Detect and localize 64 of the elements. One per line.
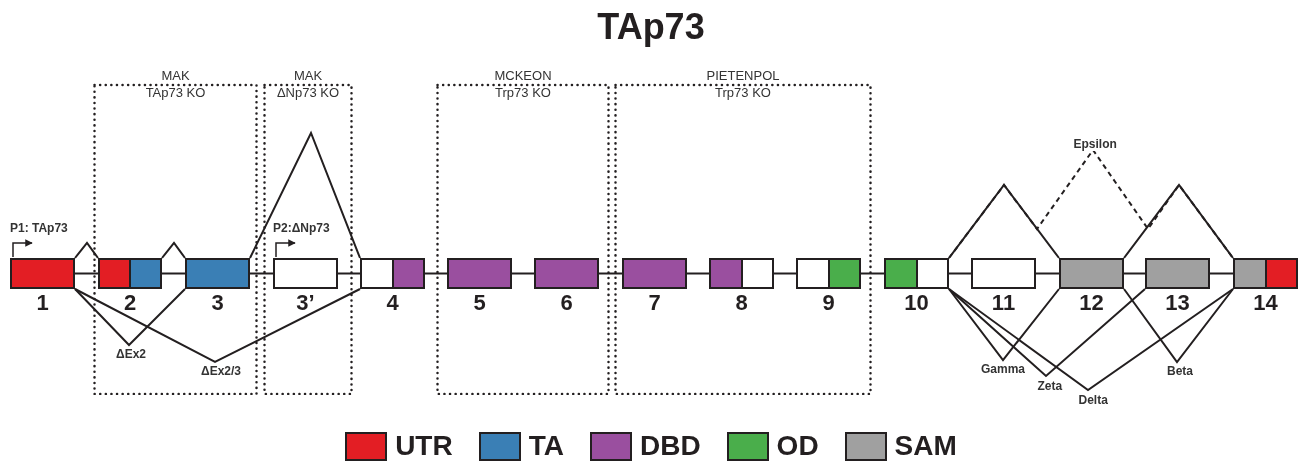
exon-number: 9 xyxy=(822,291,835,315)
legend-label: DBD xyxy=(639,430,701,462)
edge-label: ΔEx2 xyxy=(116,347,146,361)
exon-number: 10 xyxy=(904,291,929,315)
frame-title: Trp73 KO xyxy=(715,85,771,100)
exon-number: 13 xyxy=(1165,291,1190,315)
splice-line xyxy=(948,183,1060,259)
edge-label: Beta xyxy=(1167,364,1193,378)
exon-number: 4 xyxy=(386,291,399,315)
edge-label: Gamma xyxy=(981,362,1026,376)
frame-title: PIETENPOL xyxy=(706,68,780,83)
intron-line xyxy=(161,272,186,275)
promoter-label: P2:ΔNp73 xyxy=(273,221,330,235)
splice-line xyxy=(249,130,361,259)
splice-line xyxy=(74,288,186,347)
splice-line xyxy=(948,288,1234,392)
splice-line xyxy=(1123,183,1234,259)
intron-line xyxy=(773,272,797,275)
splice-line xyxy=(74,241,99,259)
legend-label: OD xyxy=(776,430,819,462)
frame-title: MCKEON xyxy=(494,68,552,83)
exon-number: 8 xyxy=(735,291,748,315)
frame-title: MAK xyxy=(161,68,190,83)
edge-label: Epsilon xyxy=(1073,137,1117,151)
splice-line xyxy=(948,148,1234,259)
splice-line xyxy=(74,288,361,364)
splice-line xyxy=(948,288,1146,378)
exon-number: 3 xyxy=(211,291,224,315)
intron-line xyxy=(1209,272,1234,275)
legend-label: SAM xyxy=(894,430,957,462)
title: TAp73 xyxy=(597,6,705,48)
edge-label: Zeta xyxy=(1037,379,1063,393)
exon-number: 1 xyxy=(36,291,49,315)
promoter-label: P1: TAp73 xyxy=(10,221,68,235)
exon-number: 12 xyxy=(1079,291,1104,315)
frame-title: ΔNp73 KO xyxy=(276,85,340,100)
intron-line xyxy=(74,272,99,275)
exon-number: 11 xyxy=(991,291,1016,315)
legend-label: TA xyxy=(528,430,564,462)
frame-title: TAp73 KO xyxy=(145,85,206,100)
intron-line xyxy=(598,272,623,275)
intron-line xyxy=(948,272,972,275)
frame-title: MAK xyxy=(293,68,323,83)
intron-line xyxy=(424,272,448,275)
intron-line xyxy=(511,272,535,275)
exon-number: 14 xyxy=(1253,291,1278,315)
legend-label: UTR xyxy=(395,430,453,462)
splice-line xyxy=(161,241,186,259)
frame-title: Trp73 KO xyxy=(495,85,551,100)
splice-line xyxy=(948,288,1060,362)
edge-label: Delta xyxy=(1078,393,1108,407)
intron-line xyxy=(249,272,274,275)
exon-number: 6 xyxy=(560,291,573,315)
exon-number: 2 xyxy=(123,291,137,315)
intron-line xyxy=(1035,272,1060,275)
intron-line xyxy=(1123,272,1146,275)
splice-line xyxy=(1123,288,1234,364)
intron-line xyxy=(686,272,710,275)
intron-line xyxy=(860,272,885,275)
intron-line xyxy=(337,272,361,275)
exon-number: 5 xyxy=(473,291,486,315)
exon-number: 3’ xyxy=(296,291,315,315)
exon-number: 7 xyxy=(648,291,661,315)
edge-label: ΔEx2/3 xyxy=(201,364,241,378)
